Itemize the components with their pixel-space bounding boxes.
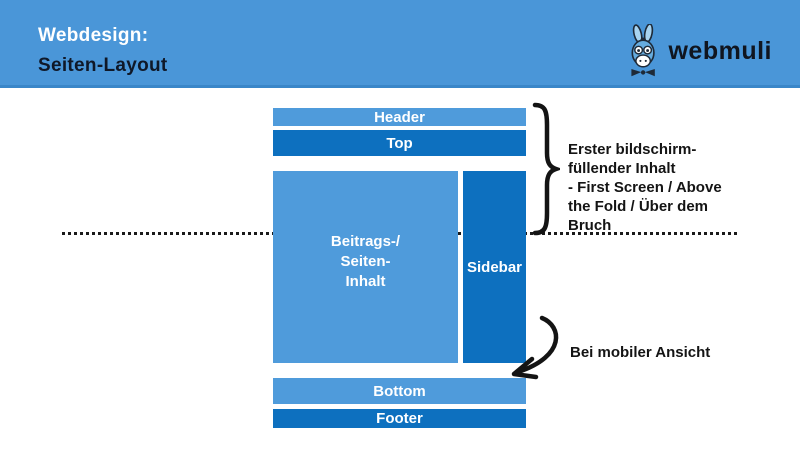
diagram-box-header-label: Header bbox=[374, 108, 425, 126]
diagram-box-top: Top bbox=[273, 130, 526, 156]
diagram-box-sidebar-label: Sidebar bbox=[466, 258, 523, 276]
diagram-box-footer-label: Footer bbox=[376, 410, 423, 427]
curly-brace-icon bbox=[532, 101, 564, 242]
diagram-box-sidebar: Sidebar bbox=[463, 171, 526, 363]
fold-note: Erster bildschirm- füllender Inhalt - Fi… bbox=[568, 141, 722, 234]
banner: Webdesign: Seiten-Layout bbox=[0, 0, 800, 88]
diagram-box-bottom: Bottom bbox=[273, 378, 526, 404]
diagram-box-content: Beitrags-/ Seiten- Inhalt bbox=[273, 171, 458, 363]
diagram-box-content-label: Beitrags-/ Seiten- Inhalt bbox=[330, 233, 401, 290]
banner-titles: Webdesign: Seiten-Layout bbox=[38, 21, 168, 81]
diagram-box-header: Header bbox=[273, 108, 526, 126]
banner-title-line2: Seiten-Layout bbox=[38, 55, 168, 76]
webmuli-logo: webmuli bbox=[626, 24, 772, 78]
diagram-box-bottom-label: Bottom bbox=[373, 382, 426, 400]
curved-arrow-icon bbox=[500, 310, 575, 390]
mobile-note: Bei mobiler Ansicht bbox=[570, 344, 711, 361]
diagram-box-footer: Footer bbox=[273, 409, 526, 428]
diagram-box-top-label: Top bbox=[386, 134, 413, 152]
donkey-mascot-icon bbox=[626, 24, 662, 78]
logo-wordmark: webmuli bbox=[668, 37, 772, 65]
banner-title-line1: Webdesign: bbox=[38, 25, 149, 46]
